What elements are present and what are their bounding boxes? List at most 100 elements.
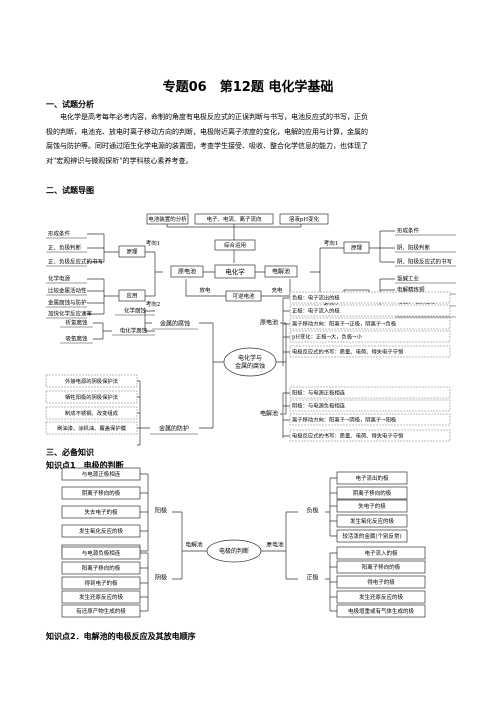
yangji-node: 阳极 [155,507,167,515]
xiyang: 吸氧腐蚀 [65,334,88,342]
zhengji-item-box [336,590,426,604]
ycc-item: 电极反应式的书写：质量、电荷、得失电子守恒 [292,347,404,355]
fuji-item-box [336,499,408,513]
kaodian-label: 考向2 [324,300,339,308]
yinji-node: 阴极 [155,574,167,582]
chongdian-label: 充电 [271,286,283,294]
ycc-item: 正极：电子流入的极 [292,306,340,314]
yinji-item: 发生还原反应的极 [79,593,124,601]
fangdian-label: 放电 [199,286,211,294]
top-box-box [146,213,189,225]
yuandianchi-node: 原电池 [178,268,196,276]
center-ellipse [223,347,277,377]
zonghe-box-box [214,239,256,251]
kaodian-label: 考向2 [146,300,161,308]
top-box: 电子、电流、离子流向 [206,215,261,223]
zhengji-item: 阳离子移向的极 [362,563,401,571]
yinji-item-box [61,590,141,604]
center-node-box [214,264,256,279]
kaodian-label: 考向1 [146,239,161,247]
yangji-item-box [61,505,141,519]
yinji-item-box [61,576,141,590]
right-top-item: 形成条件 [397,226,420,234]
yinji-item-box [61,561,141,575]
left-bottom-item: 金属腐蚀与防护 [48,298,87,306]
para-line: 电化学是高考每年必考内容，命制的角度有电极反应式的正误判断与书写，电池反应式的书… [60,113,368,121]
yinji-item-box [61,604,141,618]
fuji-item-box [336,529,408,543]
djc-item: 离子移动方向：阳离子→阴极，阴离子→阳极 [292,415,397,423]
analysis-paragraph: 电化学是高考每年必考内容，命制的角度有电极反应式的正误判断与书写，电池反应式的书… [46,110,456,168]
yinji-item-box [61,546,141,560]
section-heading-map: 二、试题导图 [46,186,94,195]
djc-item: 阳极：与电源正极相连 [292,388,346,396]
yingyong-node: 应用 [126,291,137,299]
fuji-item-box [336,471,408,485]
zhengji-item: 发生还原反应的极 [359,593,404,601]
protection-node: 金属的防护 [159,425,189,433]
yangji-item-box [61,486,141,500]
yangji-item: 发生氧化反应的极 [79,527,124,535]
ycc-item: 负极：电子流出的极 [292,293,340,301]
section-heading-analysis: 一、试题分析 [46,100,94,109]
right-bottom-item: 氯碱工业 [397,274,420,282]
protection-item: 制成不锈钢、改变组成 [65,409,119,417]
top-box-box [194,213,274,225]
chem-corrosion: 化学腐蚀 [124,306,147,314]
djc-node: 电解池 [185,541,203,549]
zhengji-item: 电极增重或有气体生成的极 [348,607,415,615]
yinji-item: 得到电子的极 [84,579,118,587]
yuanli-node: 原理 [126,248,138,255]
top-box: 电池装置的分析 [148,215,187,223]
fuji-item-box [336,514,408,528]
left-top-item: 形成条件 [48,229,71,237]
yangji-item: 阴离子移向的极 [82,489,121,497]
yuandianchi-node-box [170,265,204,278]
left-bottom-item: 加快化学反应速率 [48,309,93,317]
protection-item: 牺牲阳极的阴极保护法 [65,393,118,401]
para-line: 极的判断，电池充、放电时离子移动方向的判断，电极附近离子浓度的变化，电解的应用与… [46,127,368,136]
corrosion-node: 金属的腐蚀 [160,320,190,328]
fuji-item: 较活泼的金属(个别反常) [342,532,401,540]
left-bottom-item: 化学电源 [48,274,71,282]
right-bottom-item: 电解精炼铜 [397,285,425,293]
yangji-item: 与电源正极相连 [82,470,121,478]
left-top-item: 正、负极反应式的书写 [48,257,104,265]
dianjiechi-node: 电解池 [272,268,290,276]
zhengji-item: 电子流入的极 [364,549,398,557]
top-box: 溶液pH变化 [289,215,320,223]
mind-map-corrosion: 电化学与金属的腐蚀金属的腐蚀金属的防护化学腐蚀电化学腐蚀析氢腐蚀吸氧腐蚀外接电源… [45,291,451,442]
fuji-item: 阴离子移向的极 [353,489,392,497]
yinji-item: 阳离子移向的极 [82,564,121,572]
electro-corrosion: 电化学腐蚀 [120,326,148,334]
center-node: 电化学与 [238,354,262,362]
yangji-item-box [61,524,141,538]
yuanli-node-box [343,241,370,254]
section-heading-knowledge: 三、必备知识 [46,448,94,457]
ycc-node: 原电池 [260,319,278,327]
center-node: 电极的判断 [219,547,249,555]
ycc-node: 原电池 [266,541,284,549]
zhengji-item: 得电子的极 [367,578,395,586]
fuji-node: 负极 [306,507,318,515]
ycc-item: 离子移动方向：阳离子→正极，阴离子→负极 [292,319,397,327]
kenidianchi-node-box [225,290,262,302]
para-line: 腐蚀与防护等。同时通过陌生化学电源的装置图，考查学生接受、吸收、整合化学信息的能… [46,142,368,150]
page-title: 专题06 第12题 电化学基础 [162,80,334,95]
center-node: 电化学 [225,267,245,276]
djc-item: 阴极：与电源负极相连 [292,401,346,409]
yingyong-node-box [118,289,146,302]
yangji-item: 失去电子的极 [84,508,118,516]
dianjiechi-node-box [264,265,298,278]
fuji-item-box [336,486,408,500]
right-top-item: 阴、阳极判断 [397,243,431,251]
para-line: 对"宏观辨识与微观探析"的学科核心素养考查。 [46,156,193,165]
knowledge-point-2: 知识点2．电解池的电极反应及其放电顺序 [46,632,196,641]
yinji-item: 有还原产物生成的极 [76,607,126,615]
top-box-box [279,213,329,225]
protection-item: 外接电源的阴极保护法 [65,377,118,385]
mind-map-electrode-judgement: 电极的判断电解池原电池阳极阴极负极正极与电源正极相连阴离子移向的极失去电子的极发… [61,467,426,618]
ycc-item: pH变化：正极→大，负极→小 [292,332,363,340]
yuanli-node-box [118,245,146,258]
zhengji-item-box [336,604,426,618]
